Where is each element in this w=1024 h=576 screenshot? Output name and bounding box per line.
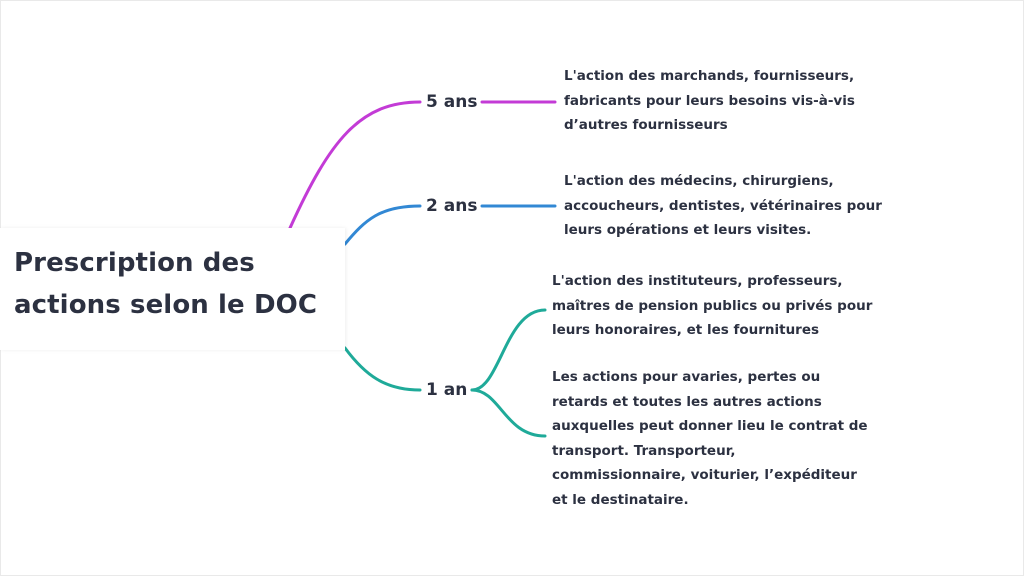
root-title-line: Prescription des <box>14 248 255 278</box>
leaf-line: auxquelles peut donner lieu le contrat d… <box>552 418 868 434</box>
leaf-5-ans[interactable]: L'action des marchands, fournisseurs, fa… <box>564 64 855 138</box>
branch-2-ans[interactable]: 2 ans <box>426 196 478 216</box>
connector-1-an-leaf-1 <box>470 308 547 392</box>
connector-root-1-an <box>343 346 422 392</box>
leaf-line: L'action des médecins, chirurgiens, <box>564 173 834 189</box>
leaf-line: leurs opérations et leurs visites. <box>564 222 812 238</box>
branch-1-an[interactable]: 1 an <box>426 380 468 400</box>
leaf-line: maîtres de pension publics ou privés pou… <box>552 297 873 314</box>
leaf-2-ans[interactable]: L'action des médecins, chirurgiens, acco… <box>564 169 882 243</box>
leaf-line: commissionnaire, voiturier, l’expéditeur <box>552 467 857 483</box>
leaf-line: fabricants pour leurs besoins vis-à-vis <box>564 92 855 109</box>
root-title-line: actions selon le DOC <box>14 290 318 320</box>
leaf-1-an-instituteurs[interactable]: L'action des instituteurs, professeurs, … <box>552 269 872 343</box>
leaf-line: retards et toutes les autres actions <box>552 393 822 410</box>
leaf-line: L'action des marchands, fournisseurs, <box>564 68 855 84</box>
root-topic[interactable]: Prescription des actions selon le DOC <box>0 228 345 350</box>
leaf-line: L'action des instituteurs, professeurs, <box>552 273 843 289</box>
leaf-1-an-transport[interactable]: Les actions pour avaries, pertes ou reta… <box>552 365 868 512</box>
root-topic-title: Prescription des actions selon le DOC <box>14 242 345 326</box>
leaf-line: et le destinataire. <box>552 491 689 508</box>
connector-root-5-ans <box>288 100 422 230</box>
leaf-line: transport. Transporteur, <box>552 442 736 459</box>
leaf-line: leurs honoraires, et les fournitures <box>552 322 820 338</box>
connector-1-an-leaf-2 <box>470 388 547 438</box>
branch-5-ans[interactable]: 5 ans <box>426 92 478 112</box>
leaf-line: Les actions pour avaries, pertes ou <box>552 369 821 385</box>
leaf-line: d’autres fournisseurs <box>564 117 728 133</box>
leaf-line: accoucheurs, dentistes, vétérinaires pou… <box>564 197 882 214</box>
connector-root-2-ans <box>343 204 422 246</box>
